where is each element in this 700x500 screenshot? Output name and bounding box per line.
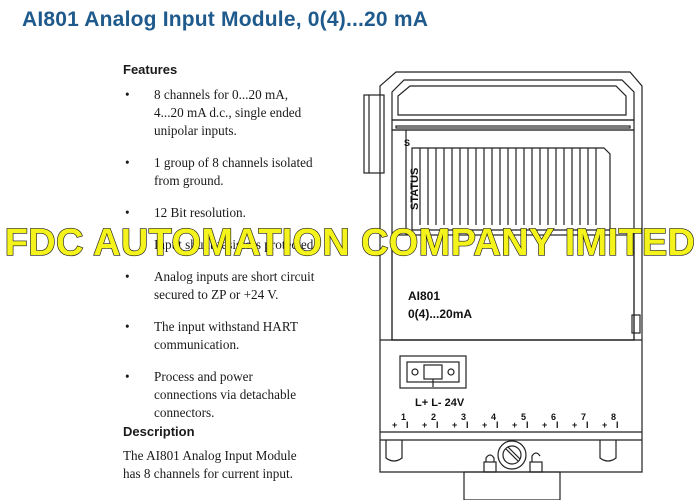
terminal-plus: + — [392, 420, 397, 430]
bullet-icon: • — [125, 205, 130, 220]
bullet-icon: • — [125, 155, 130, 170]
terminal-plus: + — [542, 420, 547, 430]
feature-line: Process and power — [154, 369, 253, 384]
terminal-minus: I — [406, 420, 409, 430]
terminal-minus: I — [436, 420, 439, 430]
channel-number: 7 — [581, 412, 586, 422]
feature-list: • 8 channels for 0...20 mA, 4...20 mA d.… — [123, 86, 353, 436]
terminal-minus: I — [526, 420, 529, 430]
feature-line: connectors. — [154, 405, 215, 420]
feature-line: 4...20 mA d.c., single ended — [154, 105, 302, 120]
terminal-minus: I — [556, 420, 559, 430]
terminal-plus: + — [512, 420, 517, 430]
feature-line: 12 Bit resolution. — [154, 205, 246, 220]
module-range: 0(4)...20mA — [408, 307, 472, 321]
feature-line: Analog inputs are short circuit — [154, 269, 315, 284]
channel-number: 4 — [491, 412, 496, 422]
feature-item: • Process and power connections via deta… — [123, 368, 353, 422]
terminal-plus: + — [452, 420, 457, 430]
feature-item: • 1 group of 8 channels isolated from gr… — [123, 154, 353, 190]
bullet-icon: • — [125, 319, 130, 334]
description-line: The AI801 Analog Input Module — [123, 448, 297, 463]
power-label: L+ L- 24V — [415, 397, 465, 409]
bullet-icon: • — [125, 87, 130, 102]
terminal-plus: + — [572, 420, 577, 430]
feature-line: connections via detachable — [154, 387, 297, 402]
terminal-labels: + 1 I + 2 I + 3 I + 4 I + 5 I + 6 I + 7 … — [392, 412, 619, 430]
description-text: The AI801 Analog Input Module has 8 chan… — [123, 447, 363, 483]
terminal-plus: + — [602, 420, 607, 430]
channel-number: 5 — [521, 412, 526, 422]
description-heading: Description — [123, 424, 195, 439]
feature-line: 1 group of 8 channels isolated — [154, 155, 313, 170]
feature-item: • Analog inputs are short circuit secure… — [123, 268, 353, 304]
status-label: STATUS — [409, 168, 421, 210]
module-drawing: S STATUS AI801 0(4)...20mA L+ L- 24V + 1… — [363, 71, 643, 500]
channel-number: 6 — [551, 412, 556, 422]
feature-item: • 12 Bit resolution. — [123, 204, 353, 222]
terminal-plus: + — [422, 420, 427, 430]
channel-number: 1 — [401, 412, 406, 422]
feature-line: The input withstand HART — [154, 319, 298, 334]
feature-item: • 8 channels for 0...20 mA, 4...20 mA d.… — [123, 86, 353, 140]
feature-line: 8 channels for 0...20 mA, — [154, 87, 289, 102]
terminal-minus: I — [616, 420, 619, 430]
channel-number: 3 — [461, 412, 466, 422]
feature-line: secured to ZP or +24 V. — [154, 287, 279, 302]
module-name: AI801 — [408, 289, 440, 303]
channel-number: 8 — [611, 412, 616, 422]
bullet-icon: • — [125, 369, 130, 384]
module-outline — [363, 71, 643, 500]
page-title: AI801 Analog Input Module, 0(4)...20 mA — [22, 8, 429, 31]
feature-line: communication. — [154, 337, 240, 352]
channel-number: 2 — [431, 412, 436, 422]
feature-line: Input shunt resistors protected — [154, 237, 314, 252]
terminal-minus: I — [466, 420, 469, 430]
terminal-plus: + — [482, 420, 487, 430]
features-heading: Features — [123, 62, 178, 77]
terminal-minus: I — [586, 420, 589, 430]
feature-line: from ground. — [154, 173, 224, 188]
bullet-icon: • — [125, 269, 130, 284]
feature-item: • Input shunt resistors protected — [123, 236, 353, 254]
description-line: has 8 channels for current input. — [123, 466, 293, 481]
feature-item: • The input withstand HART communication… — [123, 318, 353, 354]
feature-line: unipolar inputs. — [154, 123, 237, 138]
watermark-text: FDC AUTOMATION COMPANY IMITED — [4, 221, 696, 264]
bullet-icon: • — [125, 237, 130, 252]
terminal-minus: I — [496, 420, 499, 430]
indicator-label: S — [404, 138, 410, 148]
